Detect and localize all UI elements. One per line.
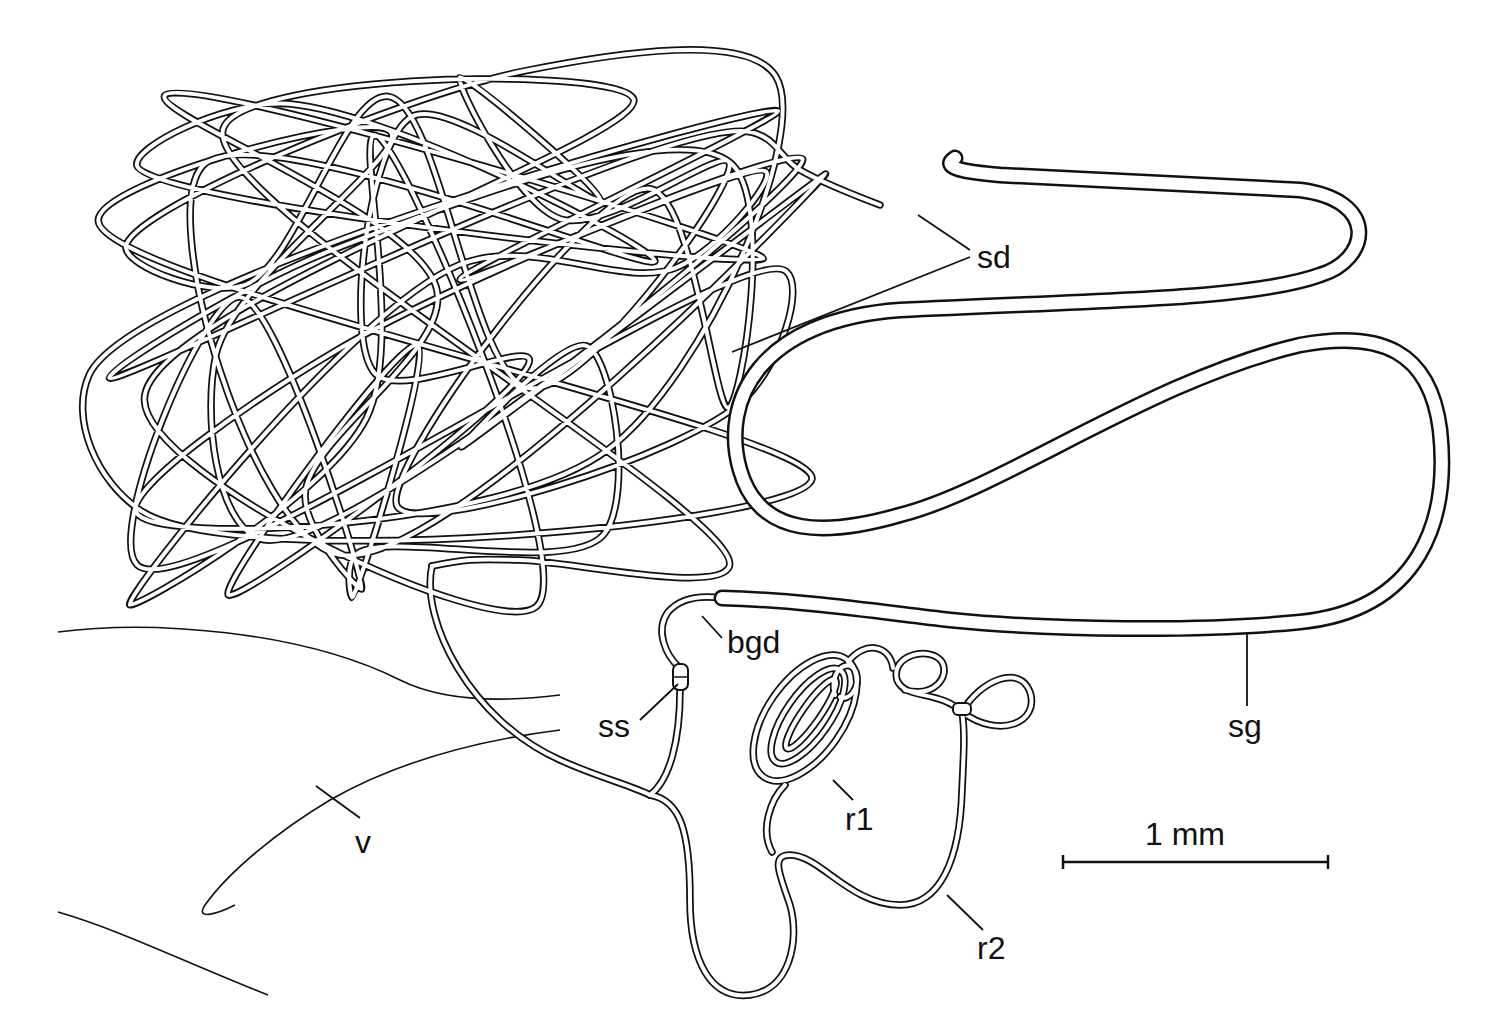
part-label: bgd (725, 626, 782, 658)
leader-line (702, 616, 722, 638)
body-outline (58, 627, 560, 995)
duct (650, 712, 964, 995)
duct (430, 566, 650, 795)
label-box: r2 (975, 932, 1007, 964)
label-box: 1 mm (1143, 818, 1227, 850)
duct-coil (83, 50, 880, 612)
label-box: ss (596, 710, 632, 742)
duct (662, 597, 722, 668)
body-wall (58, 627, 560, 699)
duct-loop (896, 654, 962, 712)
duct-loop (896, 654, 962, 712)
label-box: sg (1226, 710, 1264, 742)
scale-tick (1062, 855, 1065, 869)
duct (848, 648, 893, 668)
part-label: r1 (843, 803, 875, 835)
scale-line (1063, 861, 1328, 864)
gland-outline (722, 158, 1442, 629)
receptacle-coil (733, 637, 878, 799)
body-wall (58, 912, 268, 995)
receptacle-coil (758, 658, 858, 775)
duct-knob (953, 703, 971, 715)
duct-loop (962, 678, 1032, 726)
part-label: ss (596, 710, 632, 742)
label-box: bgd (725, 626, 782, 658)
duct-coil (83, 50, 880, 612)
part-label: sd (975, 241, 1013, 273)
duct-loop (962, 678, 1032, 726)
part-label: r2 (975, 932, 1007, 964)
receptacle-coil (733, 637, 878, 799)
receptacle-coil (758, 658, 858, 775)
gland-tube (722, 158, 1442, 629)
leader-line (833, 780, 853, 800)
leader-line (732, 257, 970, 352)
sac-line (673, 676, 688, 678)
part-label: v (353, 826, 373, 858)
leader-lines (316, 215, 1247, 930)
scale-tick (1327, 855, 1330, 869)
duct (767, 785, 785, 852)
body-wall (202, 730, 560, 914)
scale-label: 1 mm (1143, 818, 1227, 850)
leader-line (918, 215, 970, 250)
label-box: sd (975, 241, 1013, 273)
label-box: v (353, 826, 373, 858)
gland-lumen (722, 158, 1442, 629)
leader-line (316, 786, 360, 818)
duct (767, 785, 785, 852)
part-label: sg (1226, 710, 1264, 742)
leader-line (1246, 634, 1248, 706)
scale-bar (1063, 855, 1328, 869)
leader-line (640, 684, 678, 720)
leader-line (947, 895, 983, 930)
duct (662, 597, 722, 668)
receptacle-knob (834, 666, 858, 698)
label-box: r1 (843, 803, 875, 835)
